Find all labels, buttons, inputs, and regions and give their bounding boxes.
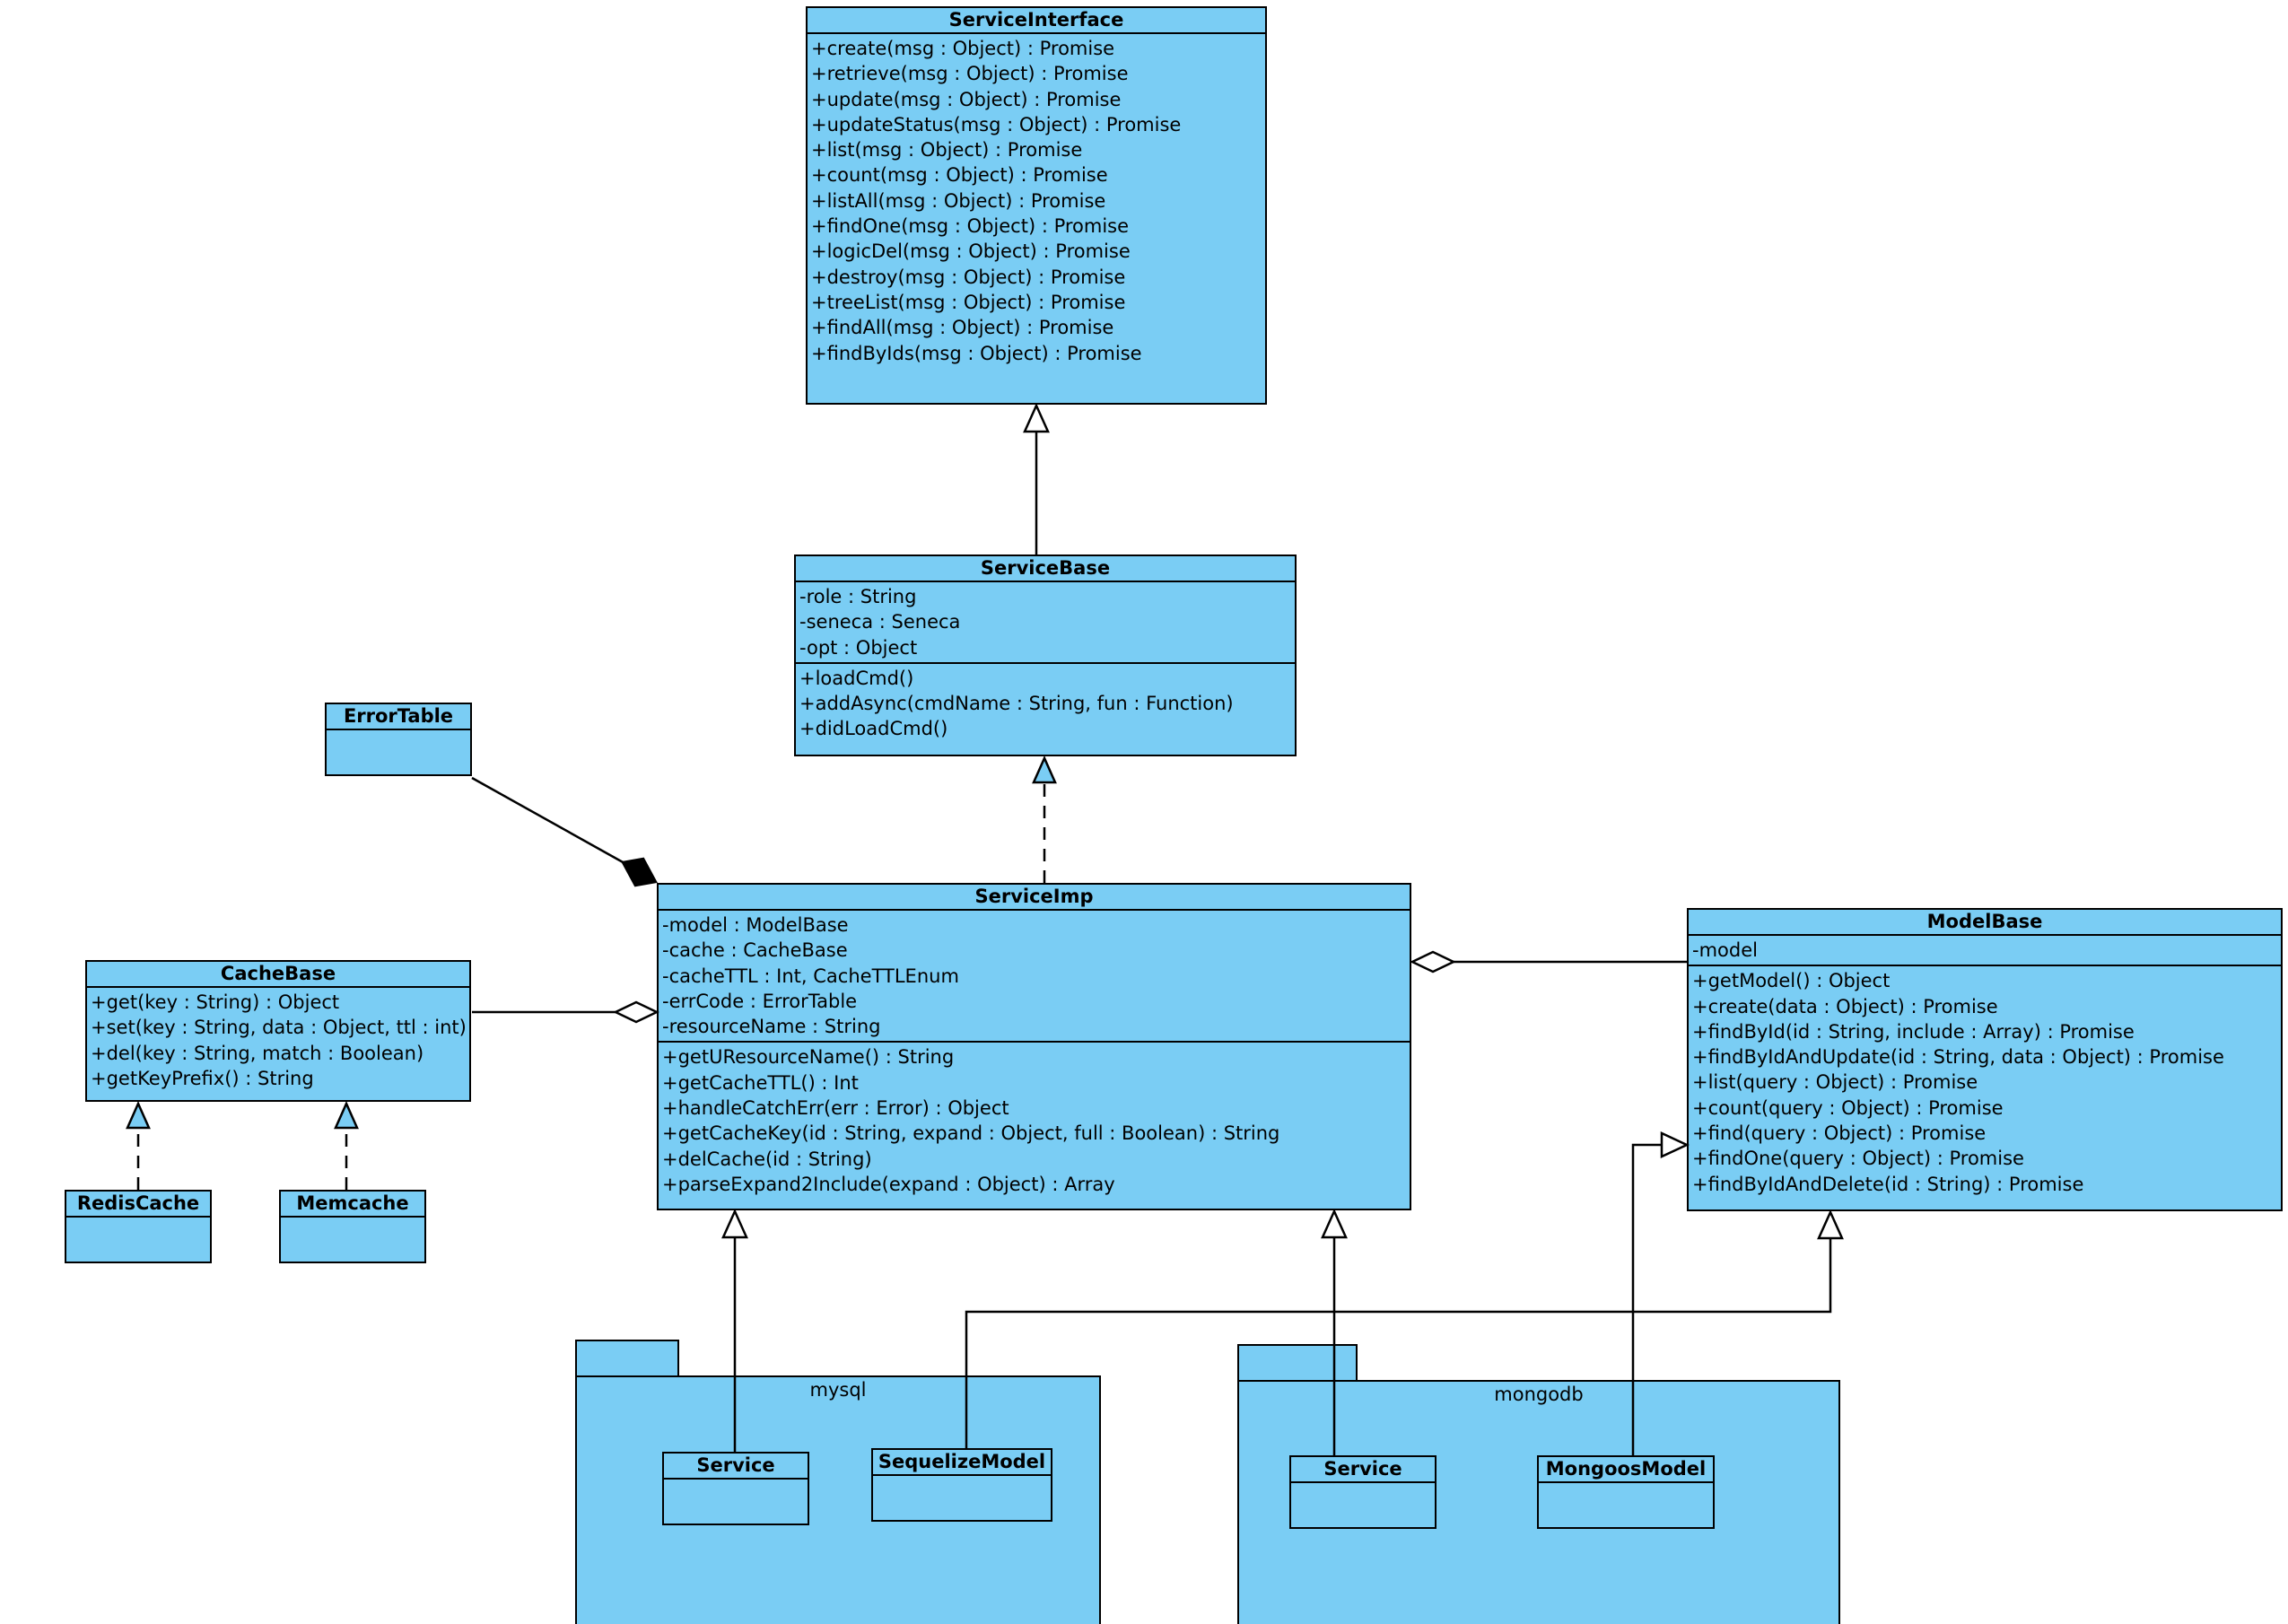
operation: +destroy(msg : Object) : Promise — [811, 266, 1126, 288]
operation: +findOne(query : Object) : Promise — [1692, 1148, 2024, 1170]
mongoos-generalization-line — [1631, 1143, 1662, 1455]
attribute: -cache : CacheBase — [662, 939, 848, 962]
class-name: ServiceImp — [659, 885, 1410, 911]
realization-arrowhead — [334, 1100, 359, 1130]
service-interface-class[interactable]: ServiceInterface +create(msg : Object) :… — [806, 6, 1267, 405]
operations: +loadCmd() +addAsync(cmdName : String, f… — [796, 661, 1295, 744]
error-table-class[interactable]: ErrorTable — [325, 703, 472, 776]
class-name: MongoosModel — [1539, 1457, 1713, 1483]
realization-arrowhead — [126, 1100, 151, 1130]
attribute: -cacheTTL : Int, CacheTTLEnum — [662, 965, 959, 987]
operation: +del(key : String, match : Boolean) — [91, 1042, 424, 1064]
operation: +addAsync(cmdName : String, fun : Functi… — [799, 693, 1234, 715]
attribute: -role : String — [799, 586, 917, 607]
cache-base-class[interactable]: CacheBase +get(key : String) : Object +s… — [85, 960, 471, 1102]
attributes: -model : ModelBase -cache : CacheBase -c… — [659, 911, 1410, 1041]
attribute: -model — [1692, 939, 1758, 961]
composition-diamond — [621, 857, 658, 887]
operation: +treeList(msg : Object) : Promise — [811, 291, 1126, 313]
operation: +findOne(msg : Object) : Promise — [811, 215, 1130, 238]
aggregation-diamond — [1410, 950, 1456, 974]
attribute: -opt : Object — [799, 636, 918, 659]
operation: +getKeyPrefix() : String — [91, 1067, 314, 1089]
operation: +find(query : Object) : Promise — [1692, 1122, 1987, 1145]
mongoos-model-class[interactable]: MongoosModel — [1537, 1455, 1715, 1529]
operation: +updateStatus(msg : Object) : Promise — [811, 113, 1182, 135]
operation: +findByIds(msg : Object) : Promise — [811, 342, 1142, 364]
operations: +getUResourceName() : String +getCacheTT… — [659, 1041, 1410, 1199]
operation: +findByIdAndDelete(id : String) : Promis… — [1692, 1173, 2084, 1195]
operations: +getModel() : Object +create(data : Obje… — [1689, 965, 2281, 1199]
mongo-service-class[interactable]: Service — [1289, 1455, 1437, 1529]
generalization-arrowhead — [721, 1208, 748, 1239]
class-name: RedisCache — [66, 1192, 210, 1218]
model-base-class[interactable]: ModelBase -model +getModel() : Object +c… — [1687, 908, 2283, 1211]
operation: +getCacheKey(id : String, expand : Objec… — [662, 1122, 1280, 1145]
operation: +parseExpand2Include(expand : Object) : … — [662, 1173, 1115, 1195]
sequelize-model-class[interactable]: SequelizeModel — [871, 1448, 1052, 1522]
operation: +retrieve(msg : Object) : Promise — [811, 63, 1129, 85]
attribute: -resourceName : String — [662, 1016, 881, 1038]
operation: +getCacheTTL() : Int — [662, 1071, 859, 1094]
operation: +delCache(id : String) — [662, 1148, 872, 1170]
operation: +findByIdAndUpdate(id : String, data : O… — [1692, 1046, 2224, 1069]
class-name: ModelBase — [1689, 910, 2281, 936]
operation: +didLoadCmd() — [799, 718, 948, 740]
operation: +listAll(msg : Object) : Promise — [811, 189, 1106, 212]
class-name: ServiceInterface — [808, 8, 1265, 34]
class-name: Service — [664, 1454, 808, 1480]
attributes: -role : String -seneca : Seneca -opt : O… — [796, 582, 1295, 662]
service-base-class[interactable]: ServiceBase -role : String -seneca : Sen… — [794, 554, 1297, 756]
operation: +logicDel(msg : Object) : Promise — [811, 240, 1131, 263]
class-name: Memcache — [281, 1192, 424, 1218]
package-name: mongodb — [1494, 1384, 1584, 1405]
generalization-arrowhead — [1660, 1131, 1690, 1158]
operation: +create(msg : Object) : Promise — [811, 38, 1115, 59]
generalization-arrowhead — [1023, 402, 1050, 433]
memcache-class[interactable]: Memcache — [279, 1190, 426, 1263]
operation: +count(msg : Object) : Promise — [811, 164, 1108, 187]
sequelize-generalization-line — [965, 1238, 1832, 1448]
attributes: -model — [1689, 936, 2281, 965]
mongodb-package-tab — [1237, 1344, 1358, 1382]
class-name: Service — [1291, 1457, 1435, 1483]
operation: +list(query : Object) : Promise — [1692, 1071, 1978, 1094]
operation: +getUResourceName() : String — [662, 1046, 955, 1069]
attribute: -errCode : ErrorTable — [662, 990, 858, 1012]
package-name: mysql — [809, 1379, 867, 1401]
aggregation-diamond — [613, 1000, 659, 1024]
operation: +handleCatchErr(err : Error) : Object — [662, 1097, 1009, 1120]
operation: +list(msg : Object) : Promise — [811, 139, 1083, 162]
operation: +findAll(msg : Object) : Promise — [811, 317, 1114, 339]
operation: +update(msg : Object) : Promise — [811, 88, 1122, 110]
operation: +set(key : String, data : Object, ttl : … — [91, 1017, 467, 1039]
attribute: -seneca : Seneca — [799, 611, 961, 633]
attribute: -model : ModelBase — [662, 914, 849, 936]
operation: +get(key : String) : Object — [91, 991, 340, 1013]
operations: +get(key : String) : Object +set(key : S… — [87, 988, 469, 1093]
operations: +create(msg : Object) : Promise +retriev… — [808, 34, 1265, 368]
redis-cache-class[interactable]: RedisCache — [65, 1190, 212, 1263]
operation: +findById(id : String, include : Array) … — [1692, 1020, 2135, 1043]
class-name: ServiceBase — [796, 556, 1295, 582]
operation: +create(data : Object) : Promise — [1692, 995, 1998, 1017]
operation: +loadCmd() — [799, 667, 914, 689]
errortable-composition-line — [471, 776, 625, 865]
realization-arrowhead — [1032, 755, 1057, 784]
mysql-service-class[interactable]: Service — [662, 1452, 809, 1525]
class-name: CacheBase — [87, 962, 469, 988]
service-imp-class[interactable]: ServiceImp -model : ModelBase -cache : C… — [657, 883, 1411, 1210]
class-name: ErrorTable — [327, 704, 470, 730]
class-name: SequelizeModel — [873, 1450, 1051, 1476]
generalization-arrowhead — [1817, 1209, 1844, 1240]
generalization-arrowhead — [1321, 1208, 1348, 1239]
operation: +getModel() : Object — [1692, 970, 1891, 992]
operation: +count(query : Object) : Promise — [1692, 1096, 2004, 1119]
